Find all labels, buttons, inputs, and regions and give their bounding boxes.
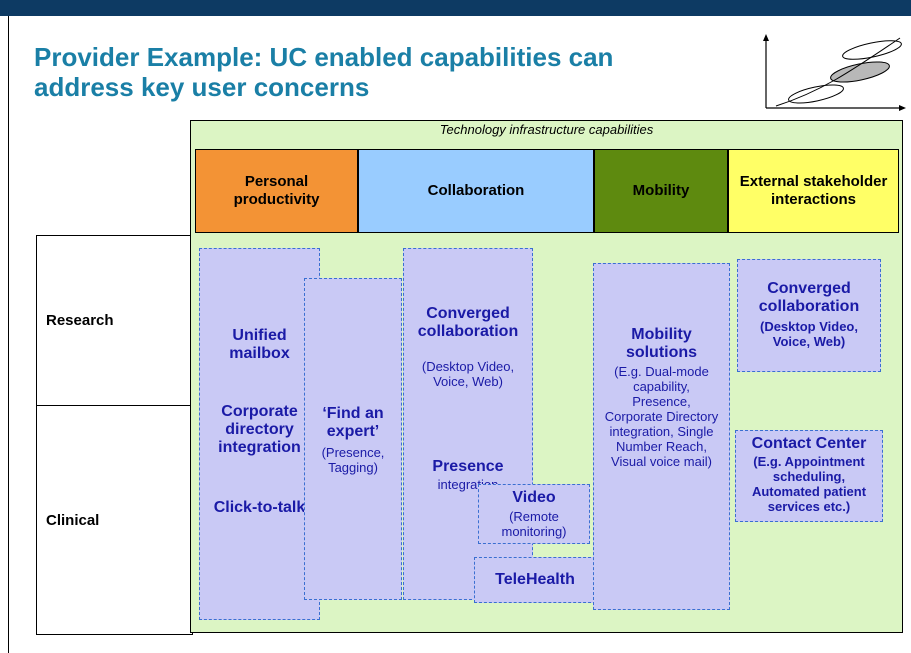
row-box-clinical: [36, 405, 193, 635]
presence-title: Presence: [432, 458, 504, 475]
capability-personal-productivity: Personal productivity: [195, 149, 358, 233]
capability-collaboration: Collaboration: [358, 149, 594, 233]
video-sub: (Remote monitoring): [501, 509, 567, 539]
corporate-directory-text: Corporate directory integration: [218, 403, 301, 456]
box-telehealth: TeleHealth: [474, 557, 596, 603]
row-label-research: Research: [46, 312, 114, 329]
box-ext-converged: Converged collaboration (Desktop Video, …: [737, 259, 881, 372]
converged-sub: (Desktop Video, Voice, Web): [421, 359, 515, 389]
title-line-1: Provider Example: UC enabled capabilitie…: [34, 42, 614, 72]
slide-title: Provider Example: UC enabled capabilitie…: [34, 42, 754, 102]
find-expert-title: ‘Find an expert’: [322, 405, 384, 440]
ext-converged-title: Converged collaboration: [758, 280, 860, 315]
spiral-graph-icon: [763, 34, 906, 111]
box-mobility-solutions: Mobility solutions (E.g. Dual-mode capab…: [593, 263, 730, 610]
ext-converged-sub: (Desktop Video, Voice, Web): [759, 319, 858, 349]
mobility-sub: (E.g. Dual-mode capability, Presence, Co…: [604, 364, 719, 469]
left-rule: [8, 16, 9, 653]
title-line-2: address key user concerns: [34, 72, 370, 102]
contact-title: Contact Center: [751, 435, 867, 452]
telehealth-text: TeleHealth: [495, 571, 575, 588]
panel-title: Technology infrastructure capabilities: [439, 122, 654, 137]
row-box-research: [36, 235, 193, 407]
box-contact-center: Contact Center (E.g. Appointment schedul…: [735, 430, 883, 522]
box-video: Video (Remote monitoring): [478, 484, 590, 544]
top-bar: [0, 0, 911, 16]
click-to-talk-text: Click-to-talk: [213, 499, 306, 516]
converged-title: Converged collaboration: [417, 305, 519, 340]
unified-mailbox-text: Unified mailbox: [229, 327, 290, 362]
video-title: Video: [512, 489, 556, 506]
row-label-clinical: Clinical: [46, 512, 100, 529]
contact-sub: (E.g. Appointment scheduling, Automated …: [751, 454, 867, 514]
capability-external-stakeholder: External stakeholder interactions: [728, 149, 899, 233]
box-personal-productivity: Unified mailbox Corporate directory inte…: [199, 248, 320, 620]
box-converged-collaboration: Converged collaboration (Desktop Video, …: [403, 248, 533, 600]
capability-mobility: Mobility: [594, 149, 728, 233]
box-find-expert: ‘Find an expert’ (Presence, Tagging): [304, 278, 402, 600]
mobility-title: Mobility solutions: [625, 326, 698, 361]
find-expert-sub: (Presence, Tagging): [321, 445, 385, 475]
